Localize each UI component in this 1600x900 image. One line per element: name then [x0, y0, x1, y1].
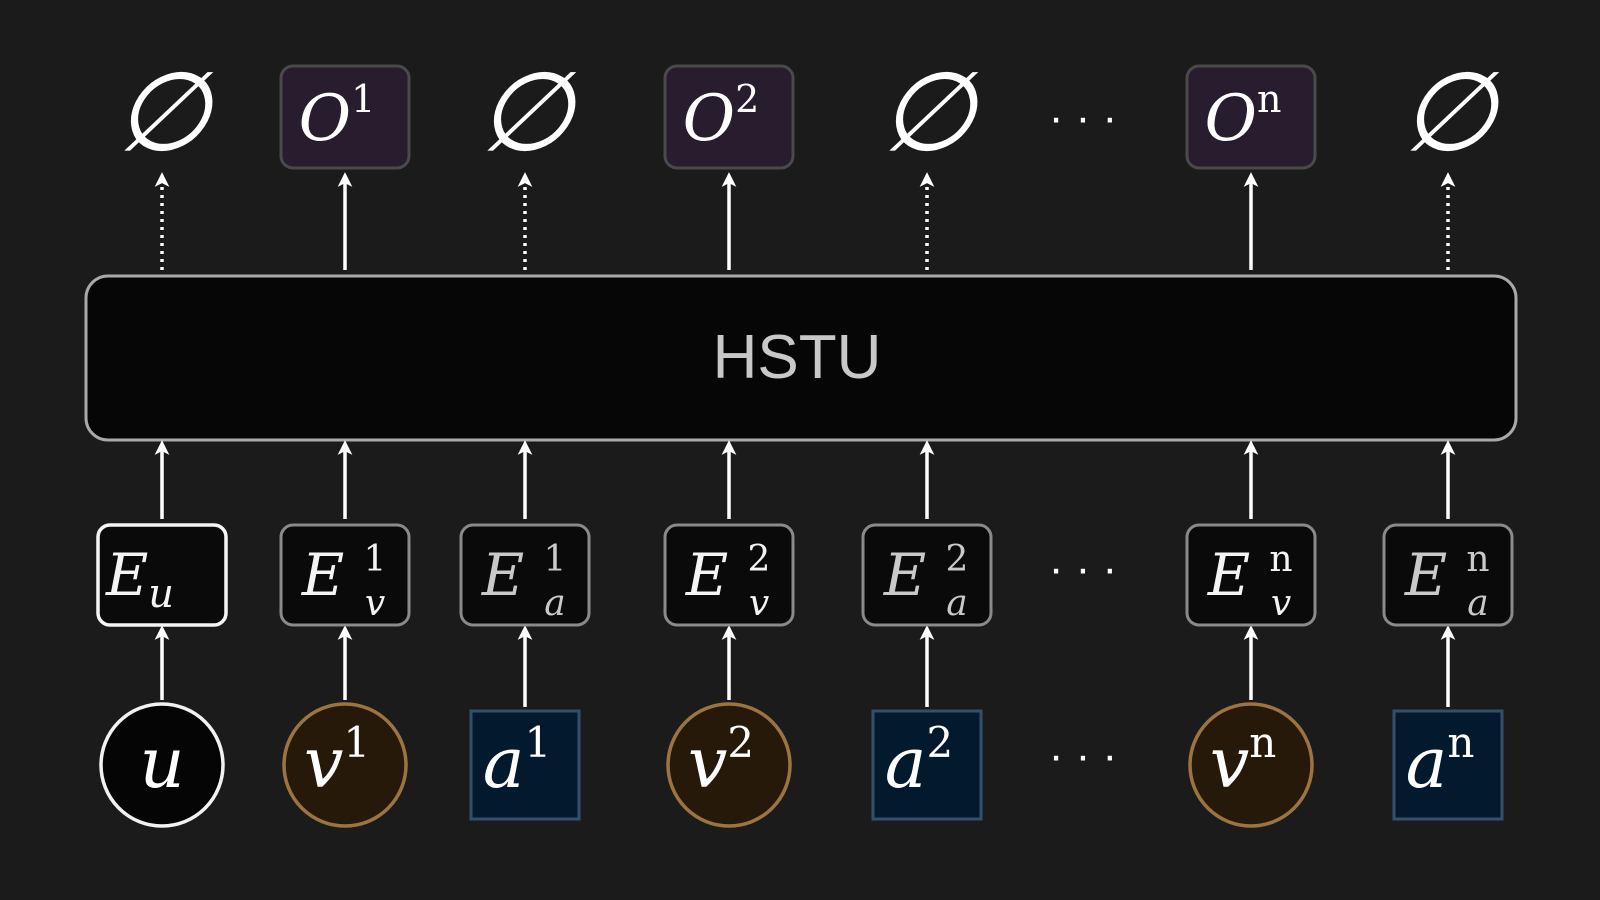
output-label-3: O2 — [683, 77, 760, 156]
embedding-box-3 — [663, 523, 795, 627]
output-label-5: On — [1205, 77, 1282, 156]
null-output-symbol-2: ∅ — [477, 48, 577, 176]
output-box-1 — [279, 64, 411, 170]
null-output-symbol-6: ∅ — [1400, 48, 1500, 176]
hstu-block — [84, 274, 1518, 442]
embedding-box-1 — [279, 523, 411, 627]
input-ellipsis: · · · — [1049, 731, 1117, 780]
embedding-ellipsis: · · · — [1049, 544, 1117, 593]
input-label-5: vn — [1210, 718, 1277, 804]
input-node-action-6 — [1392, 709, 1504, 821]
output-box-5 — [1185, 64, 1317, 170]
input-label-2: a1 — [483, 718, 551, 804]
input-node-item-3 — [666, 702, 792, 828]
input-node-action-4 — [871, 709, 983, 821]
embedding-box-2 — [459, 523, 591, 627]
embedding-box-5 — [1185, 523, 1317, 627]
input-node-item-1 — [282, 702, 408, 828]
input-label-0: u — [139, 722, 184, 804]
null-output-symbol-4: ∅ — [879, 48, 979, 176]
output-box-3 — [663, 64, 795, 170]
embedding-box-4 — [861, 523, 993, 627]
null-output-symbol-0: ∅ — [114, 48, 214, 176]
input-label-3: v2 — [688, 718, 754, 804]
output-label-1: O1 — [299, 77, 376, 156]
embedding-label-0: Eu — [105, 541, 174, 617]
embedding-box-0 — [96, 523, 228, 627]
input-label-6: an — [1406, 718, 1475, 804]
input-node-user-0 — [99, 702, 225, 828]
embedding-box-6 — [1382, 523, 1514, 627]
input-label-4: a2 — [885, 718, 953, 804]
output-ellipsis: · · · — [1049, 93, 1117, 142]
input-label-1: v1 — [304, 718, 370, 804]
input-node-action-2 — [469, 709, 581, 821]
input-node-item-5 — [1188, 702, 1314, 828]
hstu-label: HSTU — [713, 323, 882, 392]
